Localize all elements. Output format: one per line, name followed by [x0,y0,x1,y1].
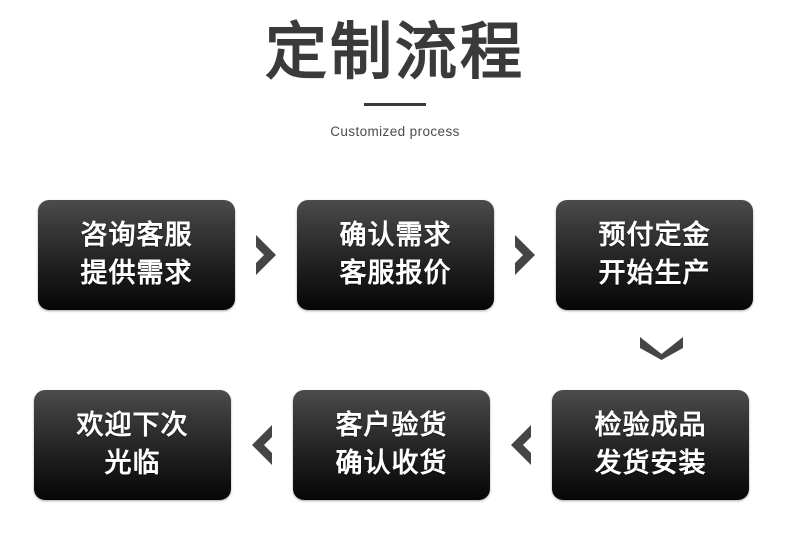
header: 定制流程 Customized process [0,0,790,140]
flow-row-1: 咨询客服 提供需求 确认需求 客服报价 预付定金 开始生产 [0,199,790,311]
chevron-down-icon [639,337,683,360]
flow-step-2-line2: 客服报价 [339,258,452,289]
chevron-right-icon [515,235,535,275]
connector-5-6 [231,423,293,467]
flow-step-3[interactable]: 预付定金 开始生产 [556,200,753,310]
page-subtitle: Customized process [330,124,460,139]
flow-step-4-line2: 发货安装 [594,448,707,479]
flow-step-3-line2: 开始生产 [598,258,711,289]
connector-4-5 [490,423,552,467]
flow-step-4[interactable]: 检验成品 发货安装 [552,390,749,500]
flow-step-2[interactable]: 确认需求 客服报价 [297,200,494,310]
flow-step-6[interactable]: 欢迎下次 光临 [34,390,231,500]
flow-row-2: 欢迎下次 光临 客户验货 确认收货 检验成品 发货安装 [0,389,790,501]
flow-step-6-line2: 光临 [104,448,161,479]
flow-step-5-line1: 客户验货 [335,410,448,441]
flow-step-2-line1: 确认需求 [339,220,452,251]
page-title: 定制流程 [264,15,525,88]
chevron-right-icon [256,235,276,275]
title-divider [364,103,426,106]
flow-step-6-line1: 欢迎下次 [76,410,189,441]
chevron-left-icon [511,425,531,465]
flow-step-1-line1: 咨询客服 [80,220,193,251]
flow-step-4-line1: 检验成品 [594,410,707,441]
chevron-left-icon [252,425,272,465]
connector-2-3 [494,233,556,277]
flow-step-5-line2: 确认收货 [335,448,448,479]
flow-step-1-line2: 提供需求 [80,258,193,289]
connector-1-2 [235,233,297,277]
flow-step-3-line1: 预付定金 [598,220,711,251]
connector-3-4 [633,330,689,366]
flow-step-1[interactable]: 咨询客服 提供需求 [38,200,235,310]
flow-step-5[interactable]: 客户验货 确认收货 [293,390,490,500]
